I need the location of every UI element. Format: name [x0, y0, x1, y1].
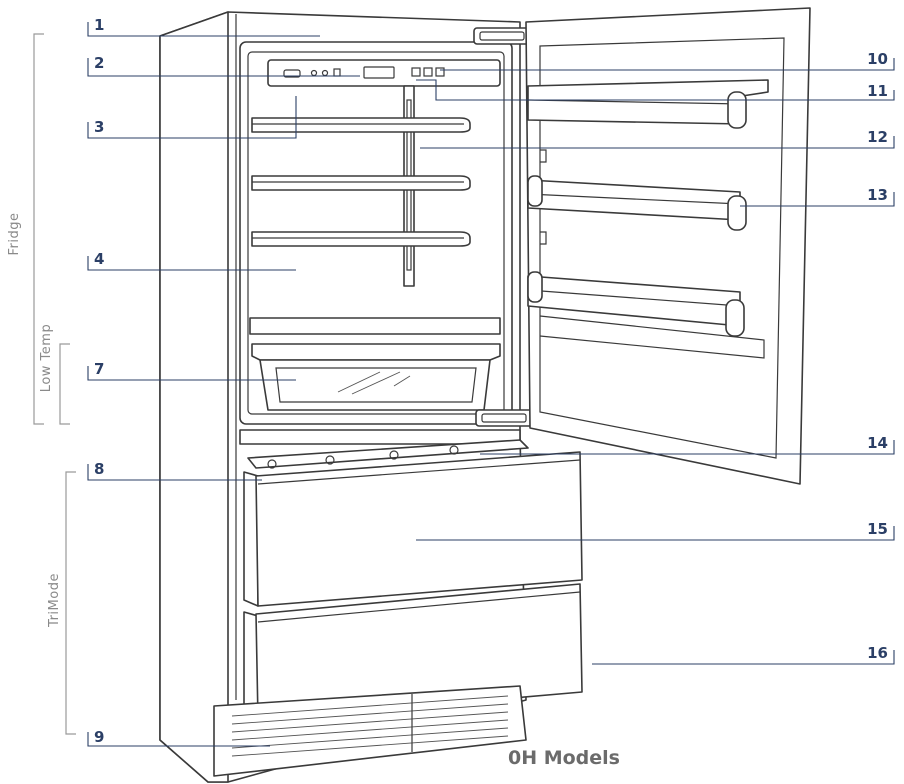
callouts-right: 10 11 12 13 14 15 16: [416, 50, 895, 665]
callout-15: 15: [867, 520, 888, 538]
callout-8: 8: [94, 460, 104, 478]
refrigerator-illustration: [159, 7, 811, 783]
section-label-fridge: Fridge: [7, 213, 22, 256]
section-brackets: [33, 33, 76, 735]
callout-2: 2: [94, 54, 104, 72]
control-panel: [267, 59, 501, 87]
upper-trimode-drawer: [243, 451, 583, 607]
lower-trimode-drawer: [243, 583, 583, 721]
fridge-bracket: [33, 33, 44, 425]
top-hinge: [473, 27, 531, 45]
trimode-bracket: [65, 471, 76, 735]
fridge-door: [525, 7, 811, 485]
low-temp-drawer: [251, 343, 501, 411]
callout-10: 10: [867, 50, 888, 68]
crisper-cover: [249, 317, 501, 335]
callout-14: 14: [867, 434, 888, 452]
section-label-trimode: TriMode: [47, 573, 62, 628]
door-bins: [527, 79, 769, 359]
callout-9: 9: [94, 728, 104, 746]
base-grille: [213, 685, 527, 777]
callouts-left: 1 2 3 4 7 8 9: [87, 16, 360, 747]
mullion: [239, 429, 521, 445]
cabinet-side: [159, 11, 229, 783]
callout-12: 12: [867, 128, 888, 146]
callout-7: 7: [94, 360, 104, 378]
bottom-hinge: [475, 409, 533, 427]
callout-16: 16: [867, 644, 888, 662]
callout-11: 11: [867, 82, 888, 100]
section-label-low-temp: Low Temp: [39, 324, 54, 392]
fridge-shelves: [251, 117, 471, 247]
callout-13: 13: [867, 186, 888, 204]
low-temp-bracket: [59, 343, 70, 425]
callout-4: 4: [94, 250, 104, 268]
drawer-rim: [247, 439, 529, 469]
models-caption: 0H Models: [508, 747, 620, 769]
callout-1: 1: [94, 16, 104, 34]
callout-3: 3: [94, 118, 104, 136]
